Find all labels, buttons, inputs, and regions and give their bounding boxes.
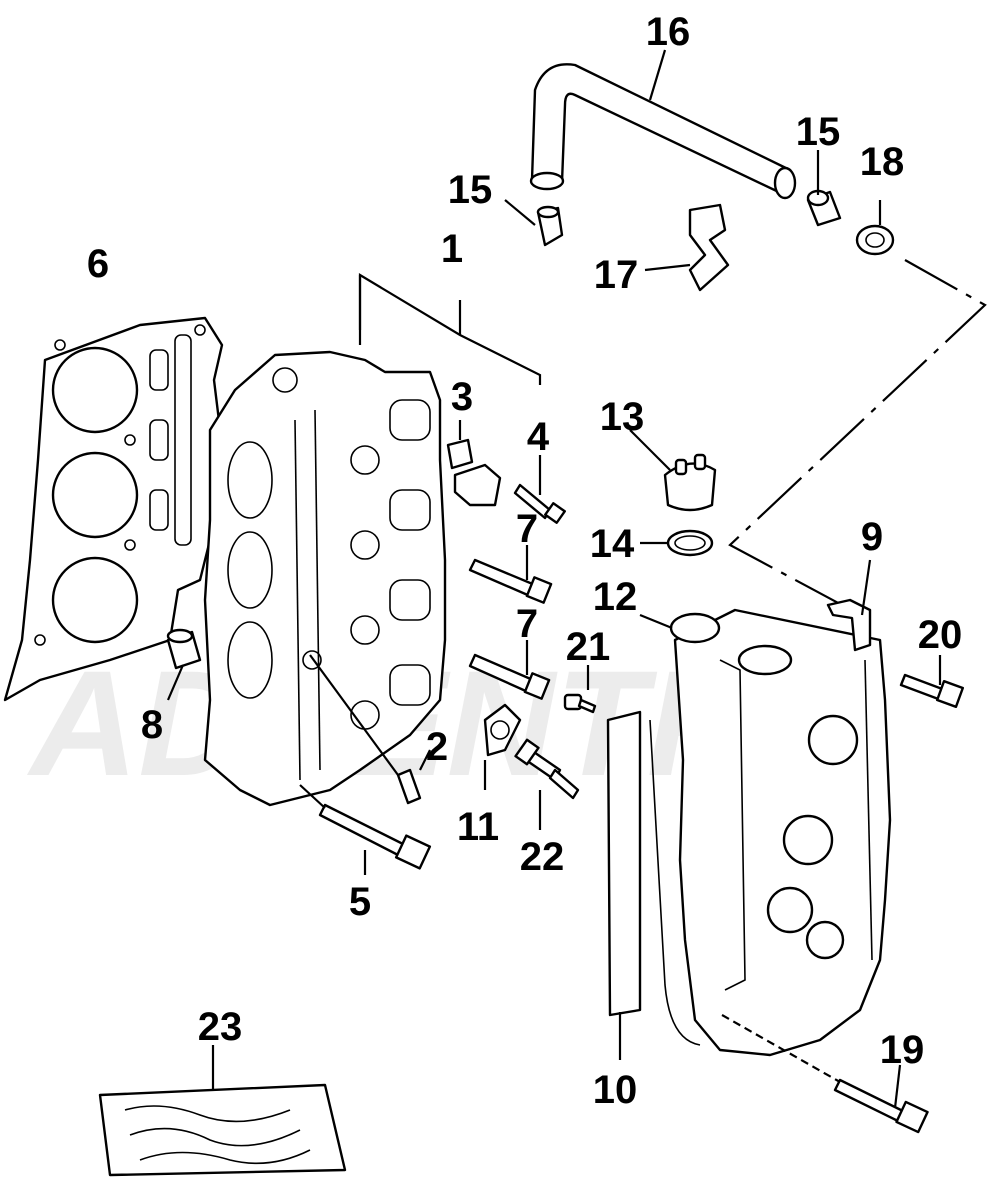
leader-9 (860, 559, 872, 616)
callout-23: 23 (198, 1005, 243, 1049)
part-7-bolt-lower (468, 653, 551, 700)
part-5-bolt (318, 803, 432, 870)
callout-7-upper: 7 (516, 507, 538, 551)
callout-12: 12 (593, 575, 638, 619)
callout-4: 4 (527, 415, 550, 459)
part-21-screw (563, 693, 597, 714)
callout-19: 19 (880, 1028, 925, 1072)
part-16-hose (529, 63, 797, 200)
part-7-bolt-upper (468, 558, 553, 604)
part-9-head-cover (673, 598, 892, 1057)
part-10-cover-gasket (606, 710, 701, 1046)
callout-6: 6 (87, 242, 109, 286)
part-17-clip (688, 203, 730, 292)
callout-20: 20 (918, 613, 963, 657)
part-3-dowel (446, 438, 474, 470)
callout-5: 5 (349, 880, 371, 924)
leader-18-to-9 (728, 259, 987, 621)
part-1-cylinder-head (203, 350, 447, 807)
leader-8 (166, 664, 185, 701)
part-11-gasket (483, 703, 522, 757)
leader-5-dash (299, 784, 326, 809)
callout-10: 10 (593, 1068, 638, 1112)
callout-7-lower: 7 (516, 602, 538, 646)
leader-1 (358, 273, 542, 385)
callout-16: 16 (646, 10, 691, 54)
leader-19-dash (721, 1014, 841, 1083)
part-12-breather (669, 612, 721, 644)
leader-2 (419, 749, 431, 771)
callout-21: 21 (566, 625, 611, 669)
callout-3: 3 (451, 375, 473, 419)
callout-17: 17 (594, 253, 639, 297)
callout-1: 1 (441, 227, 463, 271)
part-20-bolt (899, 673, 965, 709)
leader-13 (629, 429, 671, 471)
callout-9: 9 (861, 515, 883, 559)
part-22-sensor (514, 738, 580, 800)
callout-11: 11 (457, 805, 499, 849)
leader-17 (644, 263, 691, 272)
callout-13: 13 (600, 395, 645, 439)
leader-12 (639, 613, 673, 630)
leader-19 (893, 1064, 902, 1109)
part-15-fitting-right (806, 189, 842, 227)
callout-15-right: 15 (796, 110, 841, 154)
leader-16 (648, 49, 667, 101)
part-13-filler-cap (663, 453, 717, 512)
callout-15-left: 15 (448, 168, 493, 212)
callout-14: 14 (590, 522, 635, 566)
part-23-gasket-kit (98, 1083, 347, 1177)
part-8-dowel-pin (166, 628, 202, 670)
leader-2-dash (309, 654, 399, 776)
part-6-head-gasket (3, 316, 227, 702)
callout-22: 22 (520, 835, 565, 879)
part-14-o-ring (666, 529, 714, 557)
callout-2: 2 (426, 725, 448, 769)
part-4-bolt (453, 463, 566, 524)
callout-8: 8 (141, 703, 163, 747)
part-19-bolt (833, 1078, 929, 1134)
part-2-plug (396, 768, 422, 805)
leader-15a (504, 199, 536, 226)
callout-18: 18 (860, 140, 905, 184)
part-15-fitting-left (536, 205, 564, 247)
part-18-clamp (855, 224, 895, 256)
